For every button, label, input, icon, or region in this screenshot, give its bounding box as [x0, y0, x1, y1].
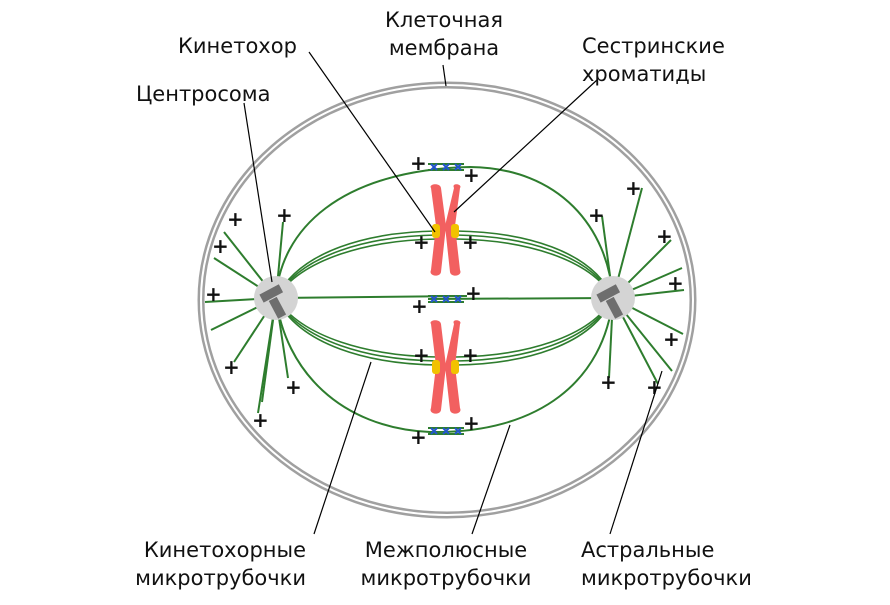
plus-sign: +: [625, 176, 642, 200]
label-interpolar-mt: Межполюсные микротрубочки: [361, 538, 532, 590]
label-membrane-line1: Клеточная: [385, 8, 503, 32]
label-interpolar-mt-line2: микротрубочки: [361, 566, 532, 590]
plus-sign: +: [413, 230, 430, 254]
overlap-zone-bottom: [428, 427, 464, 435]
plus-sign: +: [465, 281, 482, 305]
kinetochore-upper-left: [432, 224, 440, 238]
leader-sister-chromatids: [453, 79, 598, 213]
overlap-zone-middle: [428, 295, 464, 303]
label-interpolar-mt-line1: Межполюсные: [365, 538, 527, 562]
leader-lines: [243, 51, 663, 535]
label-membrane: Клеточная мембрана: [385, 8, 503, 60]
plus-sign: +: [276, 203, 293, 227]
label-centrosome: Центросома: [136, 82, 270, 106]
plus-sign: +: [285, 375, 302, 399]
plus-sign: +: [410, 425, 427, 449]
plus-sign: +: [205, 282, 222, 306]
leader-kinetochore: [308, 51, 436, 233]
leader-astral-mt: [609, 370, 663, 535]
chromosome-lower: [430, 320, 461, 414]
label-kinetochore-mt-line1: Кинетохорные: [144, 538, 306, 562]
centrosome-left: [254, 276, 298, 320]
leader-membrane: [442, 64, 447, 87]
plus-sign: +: [411, 294, 428, 318]
cell-membrane: [197, 81, 697, 519]
label-kinetochore-mt-line2: микротрубочки: [135, 566, 306, 590]
plus-sign: +: [223, 355, 240, 379]
overlap-zone-markers: [428, 163, 464, 435]
kinetochore-lower-right: [451, 360, 459, 374]
label-kinetochore: Кинетохор: [178, 34, 297, 58]
plus-sign: +: [588, 203, 605, 227]
plus-sign: +: [656, 224, 673, 248]
kinetochore-upper-right: [451, 224, 459, 238]
leader-centrosome: [243, 102, 273, 283]
plus-sign: +: [600, 370, 617, 394]
label-membrane-line2: мембрана: [389, 36, 499, 60]
chromosome-upper: [430, 184, 461, 276]
label-astral-mt: Астральные микротрубочки: [581, 538, 752, 590]
plus-sign: +: [410, 151, 427, 175]
leader-interpolar-mt: [471, 424, 511, 535]
overlap-zone-top: [428, 163, 464, 171]
plus-sign: +: [252, 408, 269, 432]
plus-end-markers: + + + + + + + + + + + + + + + + + + + + …: [205, 151, 684, 449]
label-sister-chromatids-line2: хроматиды: [582, 62, 706, 86]
label-astral-mt-line2: микротрубочки: [581, 566, 752, 590]
plus-sign: +: [463, 163, 480, 187]
plus-sign: +: [413, 343, 430, 367]
centrosome-right: [591, 276, 635, 320]
label-kinetochore-mt: Кинетохорные микротрубочки: [135, 538, 306, 590]
leader-kinetochore-mt: [313, 361, 372, 535]
label-sister-chromatids-line1: Сестринские: [582, 34, 725, 58]
plus-sign: +: [227, 207, 244, 231]
plus-sign: +: [212, 234, 229, 258]
label-sister-chromatids: Сестринские хроматиды: [582, 34, 725, 86]
kinetochore-lower-left: [432, 360, 440, 374]
label-astral-mt-line1: Астральные: [581, 538, 714, 562]
plus-sign: +: [462, 230, 479, 254]
plus-sign: +: [462, 343, 479, 367]
plus-sign: +: [663, 327, 680, 351]
plus-sign: +: [463, 411, 480, 435]
plus-sign: +: [667, 271, 684, 295]
